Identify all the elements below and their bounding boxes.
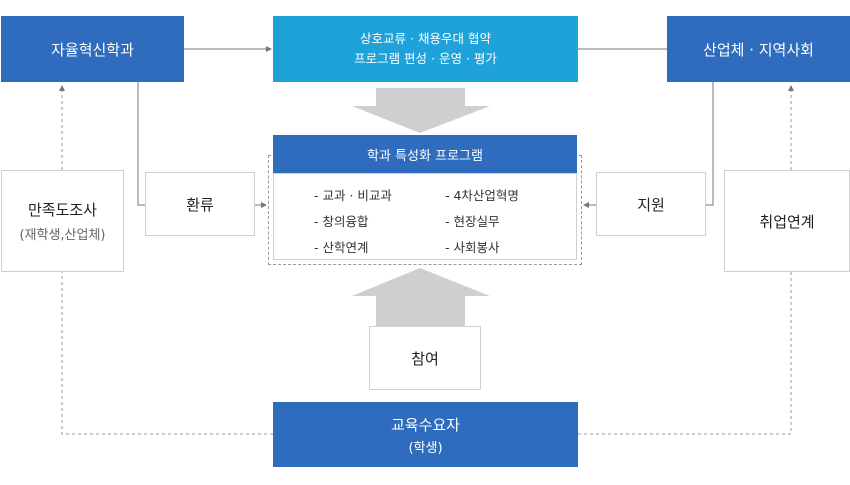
demand-box: 교육수요자 (학생) [273,402,578,467]
program-item: - 산학연계 [314,240,369,255]
dashed-demand-to-survey [61,272,273,435]
program-body: - 교과 · 비교과 - 4차산업혁명 - 창의융합 - 현장실무 - 산학연계… [273,173,577,260]
program-item: - 사회봉사 [445,240,500,255]
industry-box: 산업체 · 지역사회 [667,16,850,82]
support-label: 지원 [637,195,665,214]
line-dept-to-feedback [137,82,145,206]
participation-box: 참여 [369,326,481,390]
exchange-box: 상호교류 · 채용우대 협약 프로그램 편성 · 운영 · 평가 [273,16,578,82]
industry-label: 산업체 · 지역사회 [703,40,814,59]
program-item: - 창의융합 [314,214,369,229]
big-arrow-down [352,88,490,133]
exchange-line2: 프로그램 편성 · 운영 · 평가 [354,51,497,66]
dept-box: 자율혁신학과 [1,16,184,82]
participation-label: 참여 [411,349,439,368]
survey-box: 만족도조사 (재학생,산업체) [1,170,124,272]
dashed-demand-to-employment [578,272,792,435]
exchange-line1: 상호교류 · 채용우대 협약 [360,31,491,46]
demand-line1: 교육수요자 [390,415,460,434]
employment-box: 취업연계 [724,170,850,272]
feedback-label: 환류 [186,195,214,214]
demand-line2: (학생) [408,440,443,456]
program-title: 학과 특성화 프로그램 [367,148,483,164]
dept-label: 자율혁신학과 [51,40,134,59]
employment-label: 취업연계 [759,212,815,231]
line-industry-to-support [706,82,714,206]
feedback-box: 환류 [145,172,255,236]
survey-title: 만족도조사 [27,201,97,219]
survey-sub: (재학생,산업체) [19,228,106,243]
program-item: - 현장실무 [445,214,500,229]
program-item: - 교과 · 비교과 [314,188,392,203]
program-header: 학과 특성화 프로그램 [273,135,577,173]
big-arrow-up [352,268,490,326]
program-item: - 4차산업혁명 [445,188,519,203]
support-box: 지원 [596,172,706,236]
